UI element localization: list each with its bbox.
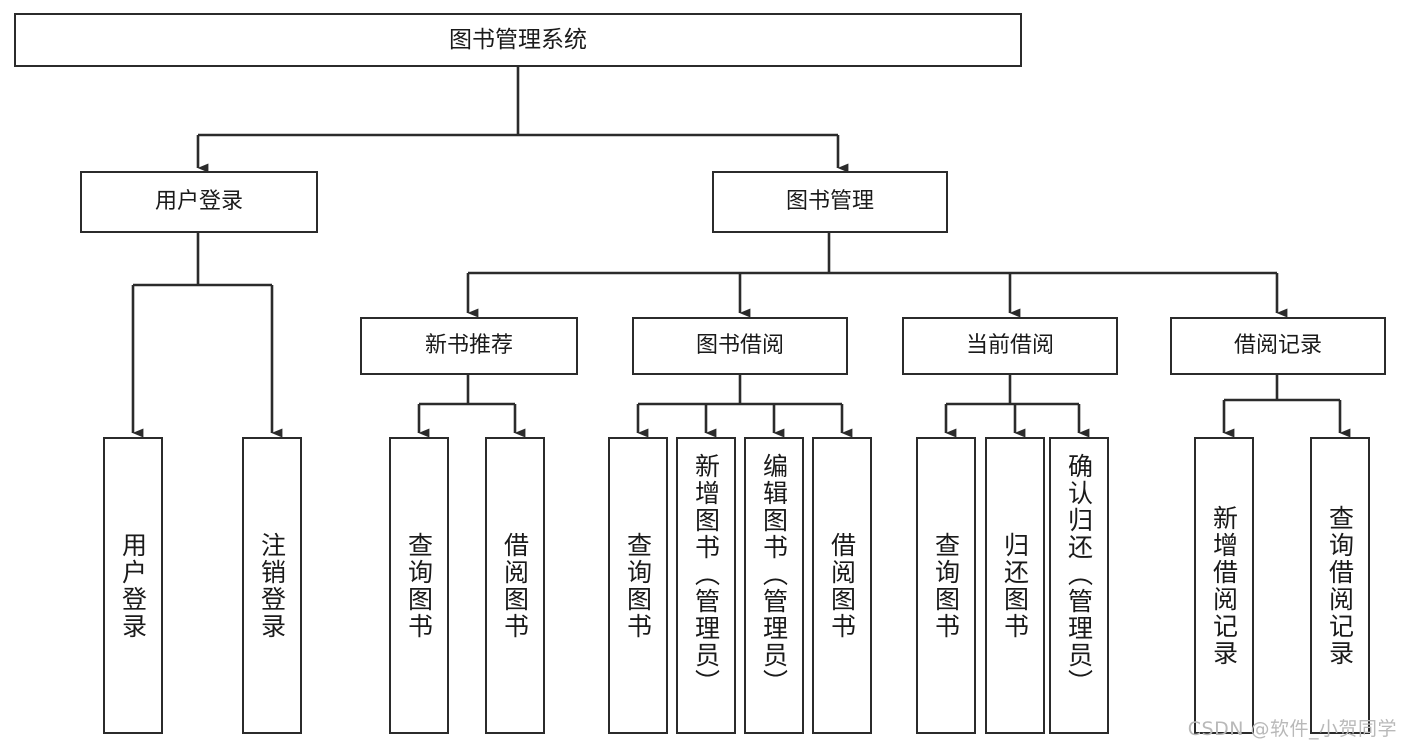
node-borrow-record-label: 借阅记录: [1233, 333, 1322, 359]
node-leaf-add-book-label: 新增图书（管理员）: [691, 453, 721, 696]
node-leaf-query-book-1[interactable]: 查询图书: [389, 437, 449, 734]
node-book-borrow[interactable]: 图书借阅: [632, 317, 848, 375]
node-leaf-return-book-label: 归还图书: [1000, 531, 1030, 640]
node-borrow-record[interactable]: 借阅记录: [1170, 317, 1386, 375]
node-leaf-add-book[interactable]: 新增图书（管理员）: [676, 437, 736, 734]
node-book-borrow-label: 图书借阅: [695, 333, 784, 359]
node-new-book-recommend[interactable]: 新书推荐: [360, 317, 578, 375]
node-new-book-recommend-label: 新书推荐: [424, 333, 513, 359]
node-leaf-query-book-2[interactable]: 查询图书: [608, 437, 668, 734]
node-book-management[interactable]: 图书管理: [712, 171, 948, 233]
node-book-management-label: 图书管理: [785, 189, 874, 215]
node-leaf-user-login-label: 用户登录: [118, 531, 148, 640]
node-leaf-return-book[interactable]: 归还图书: [985, 437, 1045, 734]
node-leaf-edit-book-label: 编辑图书（管理员）: [759, 453, 789, 696]
node-leaf-confirm-return[interactable]: 确认归还（管理员）: [1049, 437, 1109, 734]
node-current-borrow[interactable]: 当前借阅: [902, 317, 1118, 375]
node-leaf-user-login[interactable]: 用户登录: [103, 437, 163, 734]
node-leaf-borrow-book-2-label: 借阅图书: [827, 531, 857, 640]
node-leaf-query-book-3[interactable]: 查询图书: [916, 437, 976, 734]
node-user-login-label: 用户登录: [154, 189, 243, 215]
node-leaf-add-record[interactable]: 新增借阅记录: [1194, 437, 1254, 734]
node-leaf-borrow-book-2[interactable]: 借阅图书: [812, 437, 872, 734]
node-leaf-query-book-1-label: 查询图书: [404, 531, 434, 640]
node-root-label: 图书管理系统: [449, 26, 587, 53]
node-current-borrow-label: 当前借阅: [965, 333, 1054, 359]
node-leaf-add-record-label: 新增借阅记录: [1209, 504, 1239, 667]
node-leaf-confirm-return-label: 确认归还（管理员）: [1064, 453, 1094, 696]
node-leaf-query-book-3-label: 查询图书: [931, 531, 961, 640]
node-leaf-edit-book[interactable]: 编辑图书（管理员）: [744, 437, 804, 734]
node-root[interactable]: 图书管理系统: [14, 13, 1022, 67]
node-leaf-borrow-book-1-label: 借阅图书: [500, 531, 530, 640]
node-user-login[interactable]: 用户登录: [80, 171, 318, 233]
node-leaf-logout[interactable]: 注销登录: [242, 437, 302, 734]
node-leaf-query-record-label: 查询借阅记录: [1325, 504, 1355, 667]
node-leaf-query-record[interactable]: 查询借阅记录: [1310, 437, 1370, 734]
node-leaf-query-book-2-label: 查询图书: [623, 531, 653, 640]
node-leaf-borrow-book-1[interactable]: 借阅图书: [485, 437, 545, 734]
node-leaf-logout-label: 注销登录: [257, 531, 287, 640]
